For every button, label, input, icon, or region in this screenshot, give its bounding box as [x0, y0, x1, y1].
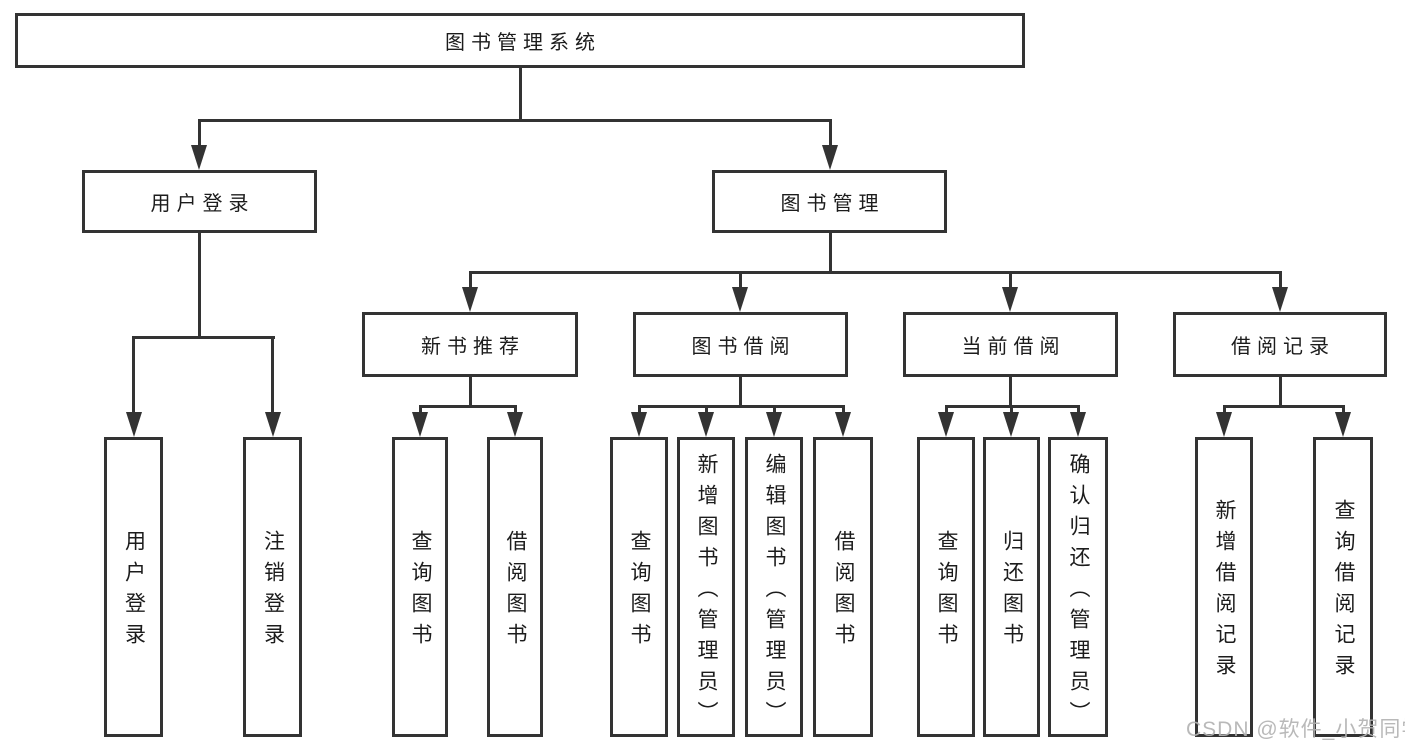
node-library-system: 图书管理系统: [15, 13, 1025, 68]
arrow-down-icon: [1272, 287, 1288, 312]
leaf-nbr-query-books: 查询图书: [392, 437, 448, 737]
node-label: 图书管理: [780, 193, 885, 215]
leaf-label: 查询图书: [935, 530, 958, 654]
node-current-borrowing: 当前借阅: [903, 312, 1118, 377]
connector-line: [1008, 377, 1012, 408]
connector-line: [468, 377, 472, 408]
arrow-down-icon: [462, 287, 478, 312]
leaf-label: 查询借阅记录: [1332, 499, 1355, 685]
leaf-label: 借阅图书: [832, 530, 855, 654]
arrow-down-icon: [766, 412, 782, 437]
leaf-nbr-borrow-books: 借阅图书: [487, 437, 543, 737]
arrow-down-icon: [412, 412, 428, 437]
arrow-down-icon: [1003, 412, 1019, 437]
node-new-book-recommendation: 新书推荐: [362, 312, 578, 377]
arrow-down-icon: [938, 412, 954, 437]
node-borrowing-records: 借阅记录: [1173, 312, 1387, 377]
leaf-label: 编辑图书（管理员）: [763, 452, 786, 732]
connector-line: [1222, 405, 1345, 408]
arrow-down-icon: [835, 412, 851, 437]
leaf-bb-add-books-admin: 新增图书（管理员）: [677, 437, 735, 737]
connector-line: [738, 271, 742, 293]
arrow-down-icon: [125, 412, 142, 437]
arrow-down-icon: [698, 412, 714, 437]
arrow-down-icon: [191, 145, 207, 170]
leaf-label: 新增图书（管理员）: [695, 452, 718, 732]
node-label: 图书管理系统: [445, 32, 601, 54]
arrow-down-icon: [264, 412, 281, 437]
node-label: 借阅记录: [1231, 336, 1335, 358]
connector-line: [468, 271, 1282, 274]
connector-line: [271, 336, 274, 421]
arrow-down-icon: [1070, 412, 1086, 437]
node-user-login: 用户登录: [82, 170, 317, 233]
arrow-down-icon: [1335, 412, 1351, 437]
arrow-down-icon: [1216, 412, 1232, 437]
leaf-label: 用户登录: [122, 530, 146, 654]
leaf-label: 查询图书: [628, 530, 651, 654]
arrow-down-icon: [507, 412, 523, 437]
leaf-bb-query-books: 查询图书: [610, 437, 668, 737]
csdn-watermark: CSDN @软件_小贺同学: [1186, 718, 1405, 741]
leaf-bb-borrow-books: 借阅图书: [813, 437, 873, 737]
leaf-cb-return-books: 归还图书: [983, 437, 1040, 737]
node-label: 新书推荐: [421, 336, 525, 358]
leaf-br-query-record: 查询借阅记录: [1313, 437, 1373, 737]
leaf-cb-query-books: 查询图书: [917, 437, 975, 737]
connector-line: [1008, 271, 1012, 293]
connector-line: [738, 377, 742, 408]
leaf-user-login: 用户登录: [104, 437, 163, 737]
leaf-label: 借阅图书: [504, 530, 527, 654]
connector-line: [197, 233, 201, 336]
connector-line: [132, 336, 275, 339]
arrow-down-icon: [822, 145, 838, 170]
node-book-management: 图书管理: [712, 170, 947, 233]
connector-line: [828, 119, 832, 152]
connector-line: [468, 271, 472, 293]
connector-line: [1278, 271, 1282, 293]
leaf-label: 注销登录: [261, 530, 285, 654]
connector-line: [197, 119, 201, 152]
leaf-label: 新增借阅记录: [1213, 499, 1236, 685]
connector-line: [418, 405, 517, 408]
connector-line: [828, 233, 832, 274]
connector-line: [518, 68, 522, 119]
node-label: 用户登录: [150, 193, 255, 215]
leaf-label: 查询图书: [409, 530, 432, 654]
node-book-borrowing: 图书借阅: [633, 312, 848, 377]
leaf-br-add-record: 新增借阅记录: [1195, 437, 1253, 737]
leaf-cb-confirm-return-admin: 确认归还（管理员）: [1048, 437, 1108, 737]
leaf-label: 归还图书: [1000, 530, 1024, 654]
leaf-bb-edit-books-admin: 编辑图书（管理员）: [745, 437, 803, 737]
leaf-logout: 注销登录: [243, 437, 302, 737]
arrow-down-icon: [1002, 287, 1018, 312]
connector-line: [132, 336, 135, 421]
arrow-down-icon: [631, 412, 647, 437]
node-label: 当前借阅: [961, 336, 1066, 358]
connector-line: [197, 119, 832, 122]
node-label: 图书借阅: [691, 336, 796, 358]
leaf-label: 确认归还（管理员）: [1067, 452, 1090, 732]
arrow-down-icon: [732, 287, 748, 312]
connector-line: [1278, 377, 1282, 408]
connector-line: [637, 405, 845, 408]
